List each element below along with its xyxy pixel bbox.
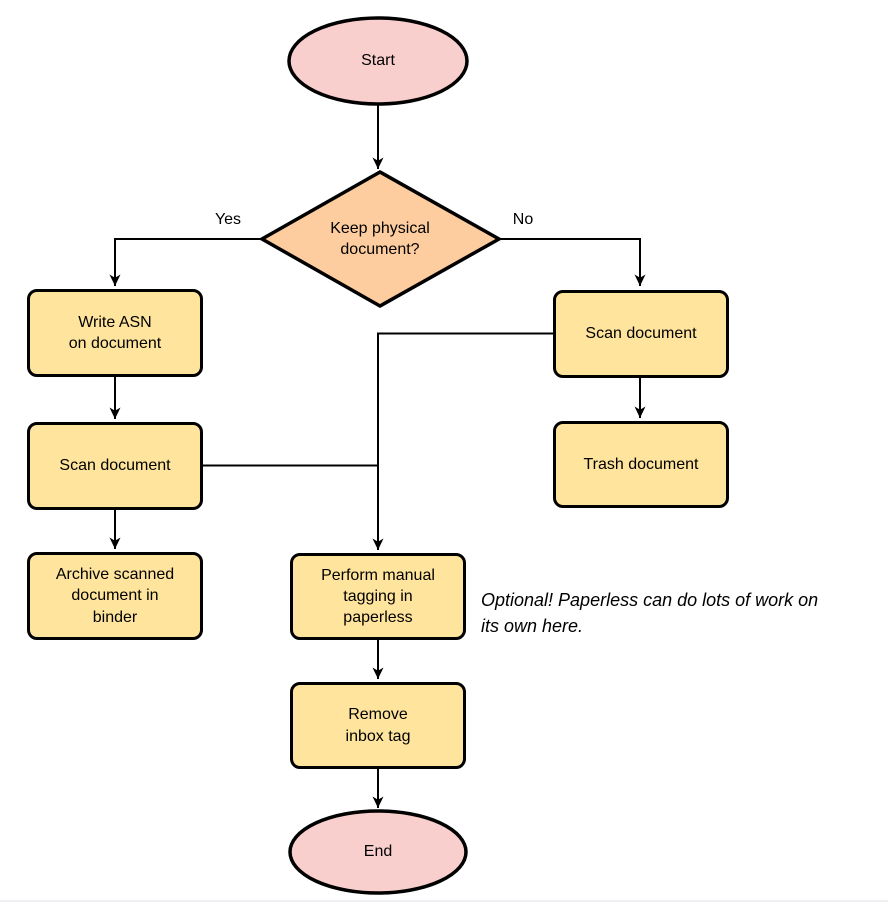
process-scan-document-right: Scan document: [553, 290, 729, 378]
edge-decision-yes-to-write-asn: [109, 238, 264, 286]
start-terminator-shape: [287, 16, 469, 106]
process-archive-document: Archive scanned document in binder: [27, 552, 203, 640]
decision-text: Keep physical document?: [330, 219, 430, 258]
end-terminator-shape: [288, 809, 468, 895]
decision-node-label: Keep physical document?: [263, 172, 497, 306]
process-archive-label: Archive scanned document in binder: [55, 566, 175, 626]
edge-scan-right-to-tagging: [372, 332, 553, 550]
page-bottom-divider: [0, 900, 888, 902]
start-node-label: Start: [361, 52, 395, 69]
process-write-asn: Write ASN on document: [27, 289, 203, 377]
process-trash-document: Trash document: [553, 421, 729, 508]
process-scan-document-left: Scan document: [27, 422, 203, 510]
process-remove-label: Remove inbox tag: [345, 706, 411, 745]
process-remove-inbox-tag: Remove inbox tag: [290, 682, 466, 769]
end-node-label: End: [363, 843, 393, 860]
decision-diamond-shape: [258, 169, 503, 309]
optional-annotation: Optional! Paperless can do lots of work …: [481, 590, 819, 636]
edge-decision-no-to-scan-right: [497, 238, 646, 286]
process-manual-tagging: Perform manual tagging in paperless: [290, 553, 466, 640]
process-trash-label: Trash document: [583, 455, 699, 473]
process-scan-right-label: Scan document: [585, 325, 697, 343]
process-scan-left-label: Scan document: [59, 457, 171, 475]
edge-label-yes: Yes: [214, 211, 242, 228]
edge-label-no: No: [512, 211, 534, 228]
process-write-asn-label: Write ASN on document: [68, 313, 162, 352]
process-tagging-label: Perform manual tagging in paperless: [321, 566, 435, 627]
